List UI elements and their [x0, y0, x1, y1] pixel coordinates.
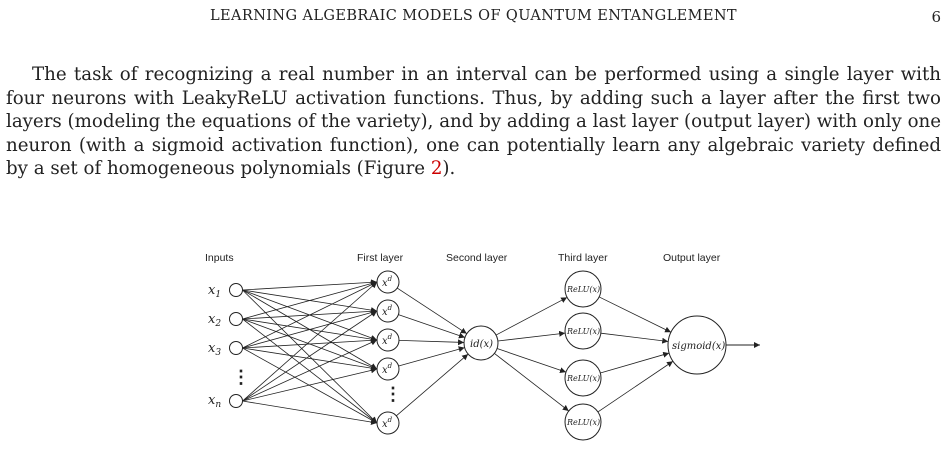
- input-ellipsis: ⋮: [232, 367, 250, 388]
- input-to-first-edge: [242, 347, 378, 372]
- third-to-output-edge: [600, 332, 669, 344]
- input-to-first-edge: [242, 318, 378, 424]
- paragraph-main: The task of recognizing a real number in…: [6, 64, 941, 180]
- first-layer-node: xd: [376, 270, 400, 294]
- input-to-first-edge: [242, 347, 378, 424]
- svg-text:sigmoid(x): sigmoid(x): [672, 341, 725, 352]
- svg-text:xd: xd: [382, 304, 393, 318]
- input-to-first-edge: [242, 309, 378, 349]
- svg-text:id(x): id(x): [470, 339, 493, 350]
- output-node: sigmoid(x): [667, 315, 727, 375]
- svg-text:ReLU(x): ReLU(x): [566, 418, 600, 427]
- third-layer-node: ReLU(x): [564, 403, 602, 441]
- label-second-layer: Second layer: [446, 252, 508, 264]
- input-to-first-edge: [242, 367, 378, 402]
- third-layer-node: ReLU(x): [564, 270, 602, 308]
- input-to-first-edge: [242, 339, 378, 402]
- page-header: LEARNING ALGEBRAIC MODELS OF QUANTUM ENT…: [0, 4, 947, 28]
- svg-text:xd: xd: [382, 333, 393, 347]
- svg-text:xd: xd: [382, 416, 393, 430]
- page-number: 6: [931, 8, 941, 26]
- svg-text:x1: x1: [208, 283, 221, 300]
- body-paragraph: The task of recognizing a real number in…: [6, 63, 941, 181]
- third-to-output-edge: [600, 351, 670, 374]
- label-inputs: Inputs: [205, 252, 234, 264]
- svg-text:x2: x2: [208, 312, 221, 329]
- input-to-first-edge: [242, 289, 378, 424]
- first-layer-ellipsis: ⋮: [384, 384, 402, 405]
- svg-text:xd: xd: [382, 362, 393, 376]
- first-layer-node: xd: [376, 411, 400, 435]
- paragraph-text: The task of recognizing a real number in…: [6, 63, 941, 181]
- svg-text:ReLU(x): ReLU(x): [566, 374, 600, 383]
- first-layer-node: xd: [376, 299, 400, 323]
- second-to-third-edge: [497, 330, 566, 342]
- third-layer-node: ReLU(x): [564, 312, 602, 350]
- label-output-layer: Output layer: [663, 252, 721, 264]
- paragraph-end: ).: [442, 158, 456, 180]
- first-layer-node: xd: [376, 357, 400, 381]
- svg-text:xn: xn: [208, 393, 221, 410]
- svg-text:ReLU(x): ReLU(x): [566, 327, 600, 336]
- svg-text:ReLU(x): ReLU(x): [566, 285, 600, 294]
- svg-text:x3: x3: [208, 341, 221, 358]
- second-to-third-edge: [494, 353, 570, 412]
- first-layer-node: xd: [376, 328, 400, 352]
- input-to-first-edge: [242, 400, 378, 425]
- input-to-first-edge: [242, 310, 378, 402]
- input-x3: x3: [208, 341, 243, 358]
- third-to-output-edge: [597, 360, 674, 413]
- running-title: LEARNING ALGEBRAIC MODELS OF QUANTUM ENT…: [210, 8, 737, 24]
- first-to-second-edge: [398, 346, 465, 367]
- first-to-second-edge: [398, 339, 465, 346]
- input-to-first-edge: [242, 281, 378, 402]
- connection-edges: [242, 279, 674, 425]
- first-to-second-edge: [396, 287, 468, 335]
- input-to-first-edge: [242, 279, 378, 291]
- input-x2: x2: [208, 312, 243, 329]
- second-layer-node: id(x): [463, 325, 499, 361]
- first-to-second-edge: [398, 314, 466, 339]
- third-to-output-edge: [598, 296, 672, 333]
- second-to-third-edge: [496, 348, 567, 374]
- input-to-first-edge: [242, 280, 378, 320]
- second-to-third-edge: [495, 297, 568, 336]
- first-to-second-edge: [396, 353, 469, 417]
- input-to-first-edge: [242, 337, 378, 349]
- input-to-first-edge: [242, 281, 378, 349]
- label-first-layer: First layer: [357, 252, 404, 264]
- input-xn: xn: [208, 393, 243, 410]
- input-x1: x1: [208, 283, 243, 300]
- figure-reference-link[interactable]: 2: [430, 158, 443, 180]
- third-layer-node: ReLU(x): [564, 359, 602, 397]
- label-third-layer: Third layer: [558, 252, 608, 264]
- svg-text:xd: xd: [382, 275, 393, 289]
